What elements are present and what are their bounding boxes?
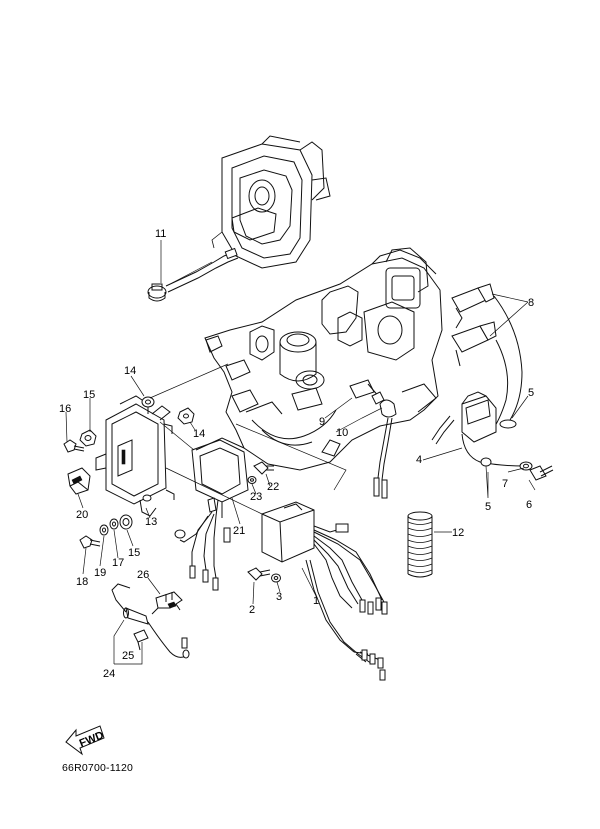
callout-3: 3	[276, 591, 282, 603]
bolt-part-22	[253, 461, 274, 475]
callout-5b: 5	[485, 501, 491, 513]
callout-labels: 1 2 3 4 5 5 6 7 8 9 10 11 12 13 14 14 15…	[59, 228, 534, 680]
callout-11: 11	[155, 228, 166, 240]
bolt-part-2	[247, 567, 271, 581]
collar-part-17	[109, 518, 119, 530]
callout-6: 6	[526, 499, 532, 511]
leader-lines	[65, 240, 536, 665]
washer-part-23	[247, 476, 257, 484]
grommet-part-15b	[119, 514, 133, 530]
callout-21: 21	[233, 525, 245, 537]
cover-housing-part	[147, 135, 331, 302]
bracket-part-13	[95, 395, 175, 517]
callout-14b: 14	[193, 428, 205, 440]
bolt-part-6	[529, 465, 554, 481]
lead-wire-part-24	[111, 583, 190, 659]
washer-part-3	[271, 573, 281, 583]
ignition-coil-part	[431, 283, 533, 471]
callout-14a: 14	[124, 365, 136, 377]
callout-8: 8	[528, 297, 534, 309]
grommet-part-14	[141, 396, 195, 425]
fwd-label: FWD	[78, 729, 106, 750]
callout-12: 12	[452, 527, 464, 539]
callout-18: 18	[76, 576, 88, 588]
callout-26: 26	[137, 569, 149, 581]
callout-19: 19	[94, 567, 106, 579]
cdi-unit-part	[261, 501, 388, 681]
callout-4: 4	[416, 454, 422, 466]
switch-part-26	[151, 591, 183, 615]
callout-9: 9	[319, 416, 325, 428]
rectifier-regulator-part	[174, 437, 249, 591]
callout-20: 20	[76, 509, 88, 521]
callout-24: 24	[103, 668, 115, 680]
temperature-sensor-part	[349, 379, 397, 499]
callout-5a: 5	[528, 387, 534, 399]
callout-15a: 15	[83, 389, 95, 401]
forward-arrow-icon: FWD	[65, 725, 106, 756]
bolt-part-16	[63, 439, 85, 453]
terminal-part-25	[133, 629, 149, 651]
callout-23: 23	[250, 491, 262, 503]
callout-25: 25	[122, 650, 134, 662]
washer-part-19	[99, 524, 109, 536]
bolt-part-18	[79, 535, 101, 549]
callout-2: 2	[249, 604, 255, 616]
callout-7: 7	[502, 478, 508, 490]
corrugated-tube-part	[407, 511, 433, 578]
callout-16: 16	[59, 403, 71, 415]
callout-22: 22	[267, 481, 279, 493]
callout-1: 1	[313, 595, 319, 607]
callout-10: 10	[336, 427, 348, 439]
engine-block	[204, 247, 443, 471]
nut-part-15	[79, 429, 97, 447]
callout-13: 13	[145, 516, 157, 528]
callout-17: 17	[112, 557, 124, 569]
callout-15b: 15	[128, 547, 140, 559]
diagram-reference-code: 66R0700-1120	[62, 762, 134, 774]
clip-part-20	[67, 467, 91, 495]
